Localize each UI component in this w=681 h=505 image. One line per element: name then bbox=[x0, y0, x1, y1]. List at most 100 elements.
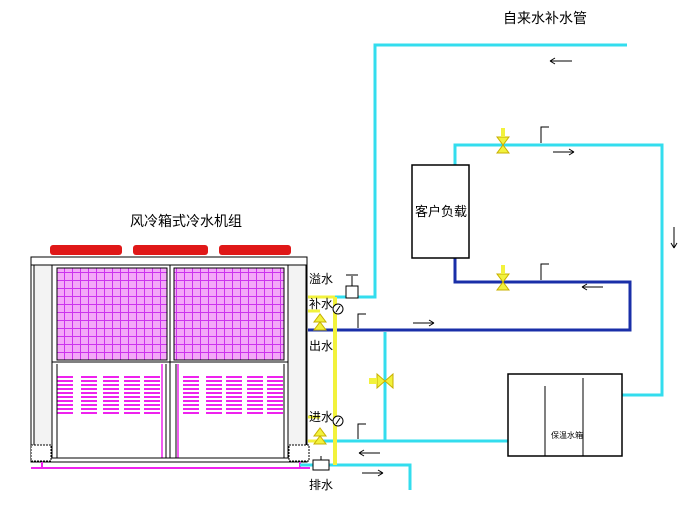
water-out-label: 出水 bbox=[309, 339, 333, 353]
louver-slat bbox=[183, 380, 199, 382]
fan-top bbox=[50, 245, 122, 255]
louver-slat bbox=[206, 380, 222, 382]
louver-slat bbox=[267, 388, 283, 390]
makeup-label: 补水 bbox=[309, 297, 333, 311]
louver-slat bbox=[247, 392, 263, 394]
valve-icon bbox=[313, 313, 327, 331]
louver-slat bbox=[267, 376, 283, 378]
fan-top bbox=[133, 245, 208, 255]
louver-slat bbox=[183, 392, 199, 394]
louver-slat bbox=[226, 412, 242, 414]
louver-slat bbox=[81, 412, 97, 414]
louver-slat bbox=[247, 380, 263, 382]
louver-slat bbox=[206, 396, 222, 398]
louver-slat bbox=[81, 400, 97, 402]
arrow-right-icon bbox=[553, 148, 575, 156]
louver-slat bbox=[226, 400, 242, 402]
louver-slat bbox=[81, 380, 97, 382]
arrow-down-icon bbox=[670, 227, 678, 249]
louver-slat bbox=[57, 380, 73, 382]
louver-slat bbox=[124, 404, 140, 406]
louver-slat bbox=[57, 384, 73, 386]
gauge-icon bbox=[332, 415, 344, 427]
unit-lid bbox=[30, 256, 308, 266]
louver-slat bbox=[267, 380, 283, 382]
louver-slat bbox=[247, 376, 263, 378]
louver-slat bbox=[226, 384, 242, 386]
louver-slat bbox=[247, 400, 263, 402]
louver-slat bbox=[124, 380, 140, 382]
louver-slat bbox=[81, 396, 97, 398]
fan-top bbox=[219, 245, 291, 255]
louver-slat bbox=[57, 412, 73, 414]
louver-slat bbox=[206, 412, 222, 414]
insulated-tank bbox=[507, 373, 623, 457]
louver-slat bbox=[247, 396, 263, 398]
louver-slat bbox=[144, 384, 160, 386]
louver-slat bbox=[267, 404, 283, 406]
louver-slat bbox=[144, 396, 160, 398]
louver-slat bbox=[206, 400, 222, 402]
louver-group bbox=[57, 376, 283, 414]
louver-slat bbox=[57, 408, 73, 410]
gauge-icon bbox=[332, 303, 344, 315]
louver-slat bbox=[144, 412, 160, 414]
louver-slat bbox=[144, 376, 160, 378]
louver-slat bbox=[103, 380, 119, 382]
customer-load-label: 客户负载 bbox=[415, 204, 467, 220]
louver-slat bbox=[103, 412, 119, 414]
louver-slat bbox=[57, 392, 73, 394]
customer-load-box bbox=[411, 164, 470, 259]
louver-slat bbox=[81, 392, 97, 394]
louver-slat bbox=[206, 392, 222, 394]
louver-slat bbox=[124, 412, 140, 414]
arrow-left-icon bbox=[549, 57, 572, 65]
valve-icon bbox=[496, 128, 510, 154]
louver-slat bbox=[267, 412, 283, 414]
louver-slat bbox=[57, 404, 73, 406]
foot-left bbox=[30, 444, 52, 462]
valve-icon bbox=[312, 456, 330, 471]
louver-slat bbox=[247, 388, 263, 390]
louver-slat bbox=[81, 408, 97, 410]
unit-post-left bbox=[33, 264, 53, 461]
arrow-right-icon bbox=[413, 319, 435, 327]
louver-slat bbox=[81, 376, 97, 378]
drain-label: 排水 bbox=[309, 478, 333, 492]
louver-slat bbox=[206, 384, 222, 386]
tank-label: 保温水箱 bbox=[551, 430, 583, 440]
tank-return-pipe bbox=[383, 332, 508, 443]
louver-slat bbox=[206, 404, 222, 406]
louver-slat bbox=[103, 400, 119, 402]
louver-slat bbox=[226, 380, 242, 382]
louver-slat bbox=[247, 404, 263, 406]
louver-slat bbox=[103, 396, 119, 398]
louver-slat bbox=[267, 396, 283, 398]
louver-slat bbox=[124, 392, 140, 394]
louver-slat bbox=[226, 408, 242, 410]
arrow-left-icon bbox=[358, 449, 380, 457]
louver-slat bbox=[183, 376, 199, 378]
chiller-unit bbox=[30, 245, 310, 469]
louver-slat bbox=[103, 384, 119, 386]
louver-slat bbox=[81, 388, 97, 390]
arrow-left-icon bbox=[581, 283, 603, 291]
load-supply-pipe bbox=[453, 143, 664, 397]
arrow-right-icon bbox=[362, 469, 384, 477]
condenser-grid-left bbox=[56, 267, 168, 361]
louver-slat bbox=[247, 408, 263, 410]
outlet-pipe bbox=[308, 258, 632, 332]
louver-slat bbox=[206, 376, 222, 378]
louver-slat bbox=[103, 408, 119, 410]
louver-slat bbox=[81, 404, 97, 406]
louver-slat bbox=[81, 384, 97, 386]
louver-slat bbox=[226, 392, 242, 394]
flow-switch-icon bbox=[357, 423, 366, 439]
flow-switch-icon bbox=[540, 126, 549, 143]
unit-title-label: 风冷箱式冷水机组 bbox=[130, 214, 242, 230]
louver-slat bbox=[247, 412, 263, 414]
louver-slat bbox=[206, 388, 222, 390]
louver-slat bbox=[103, 404, 119, 406]
louver-slat bbox=[206, 408, 222, 410]
